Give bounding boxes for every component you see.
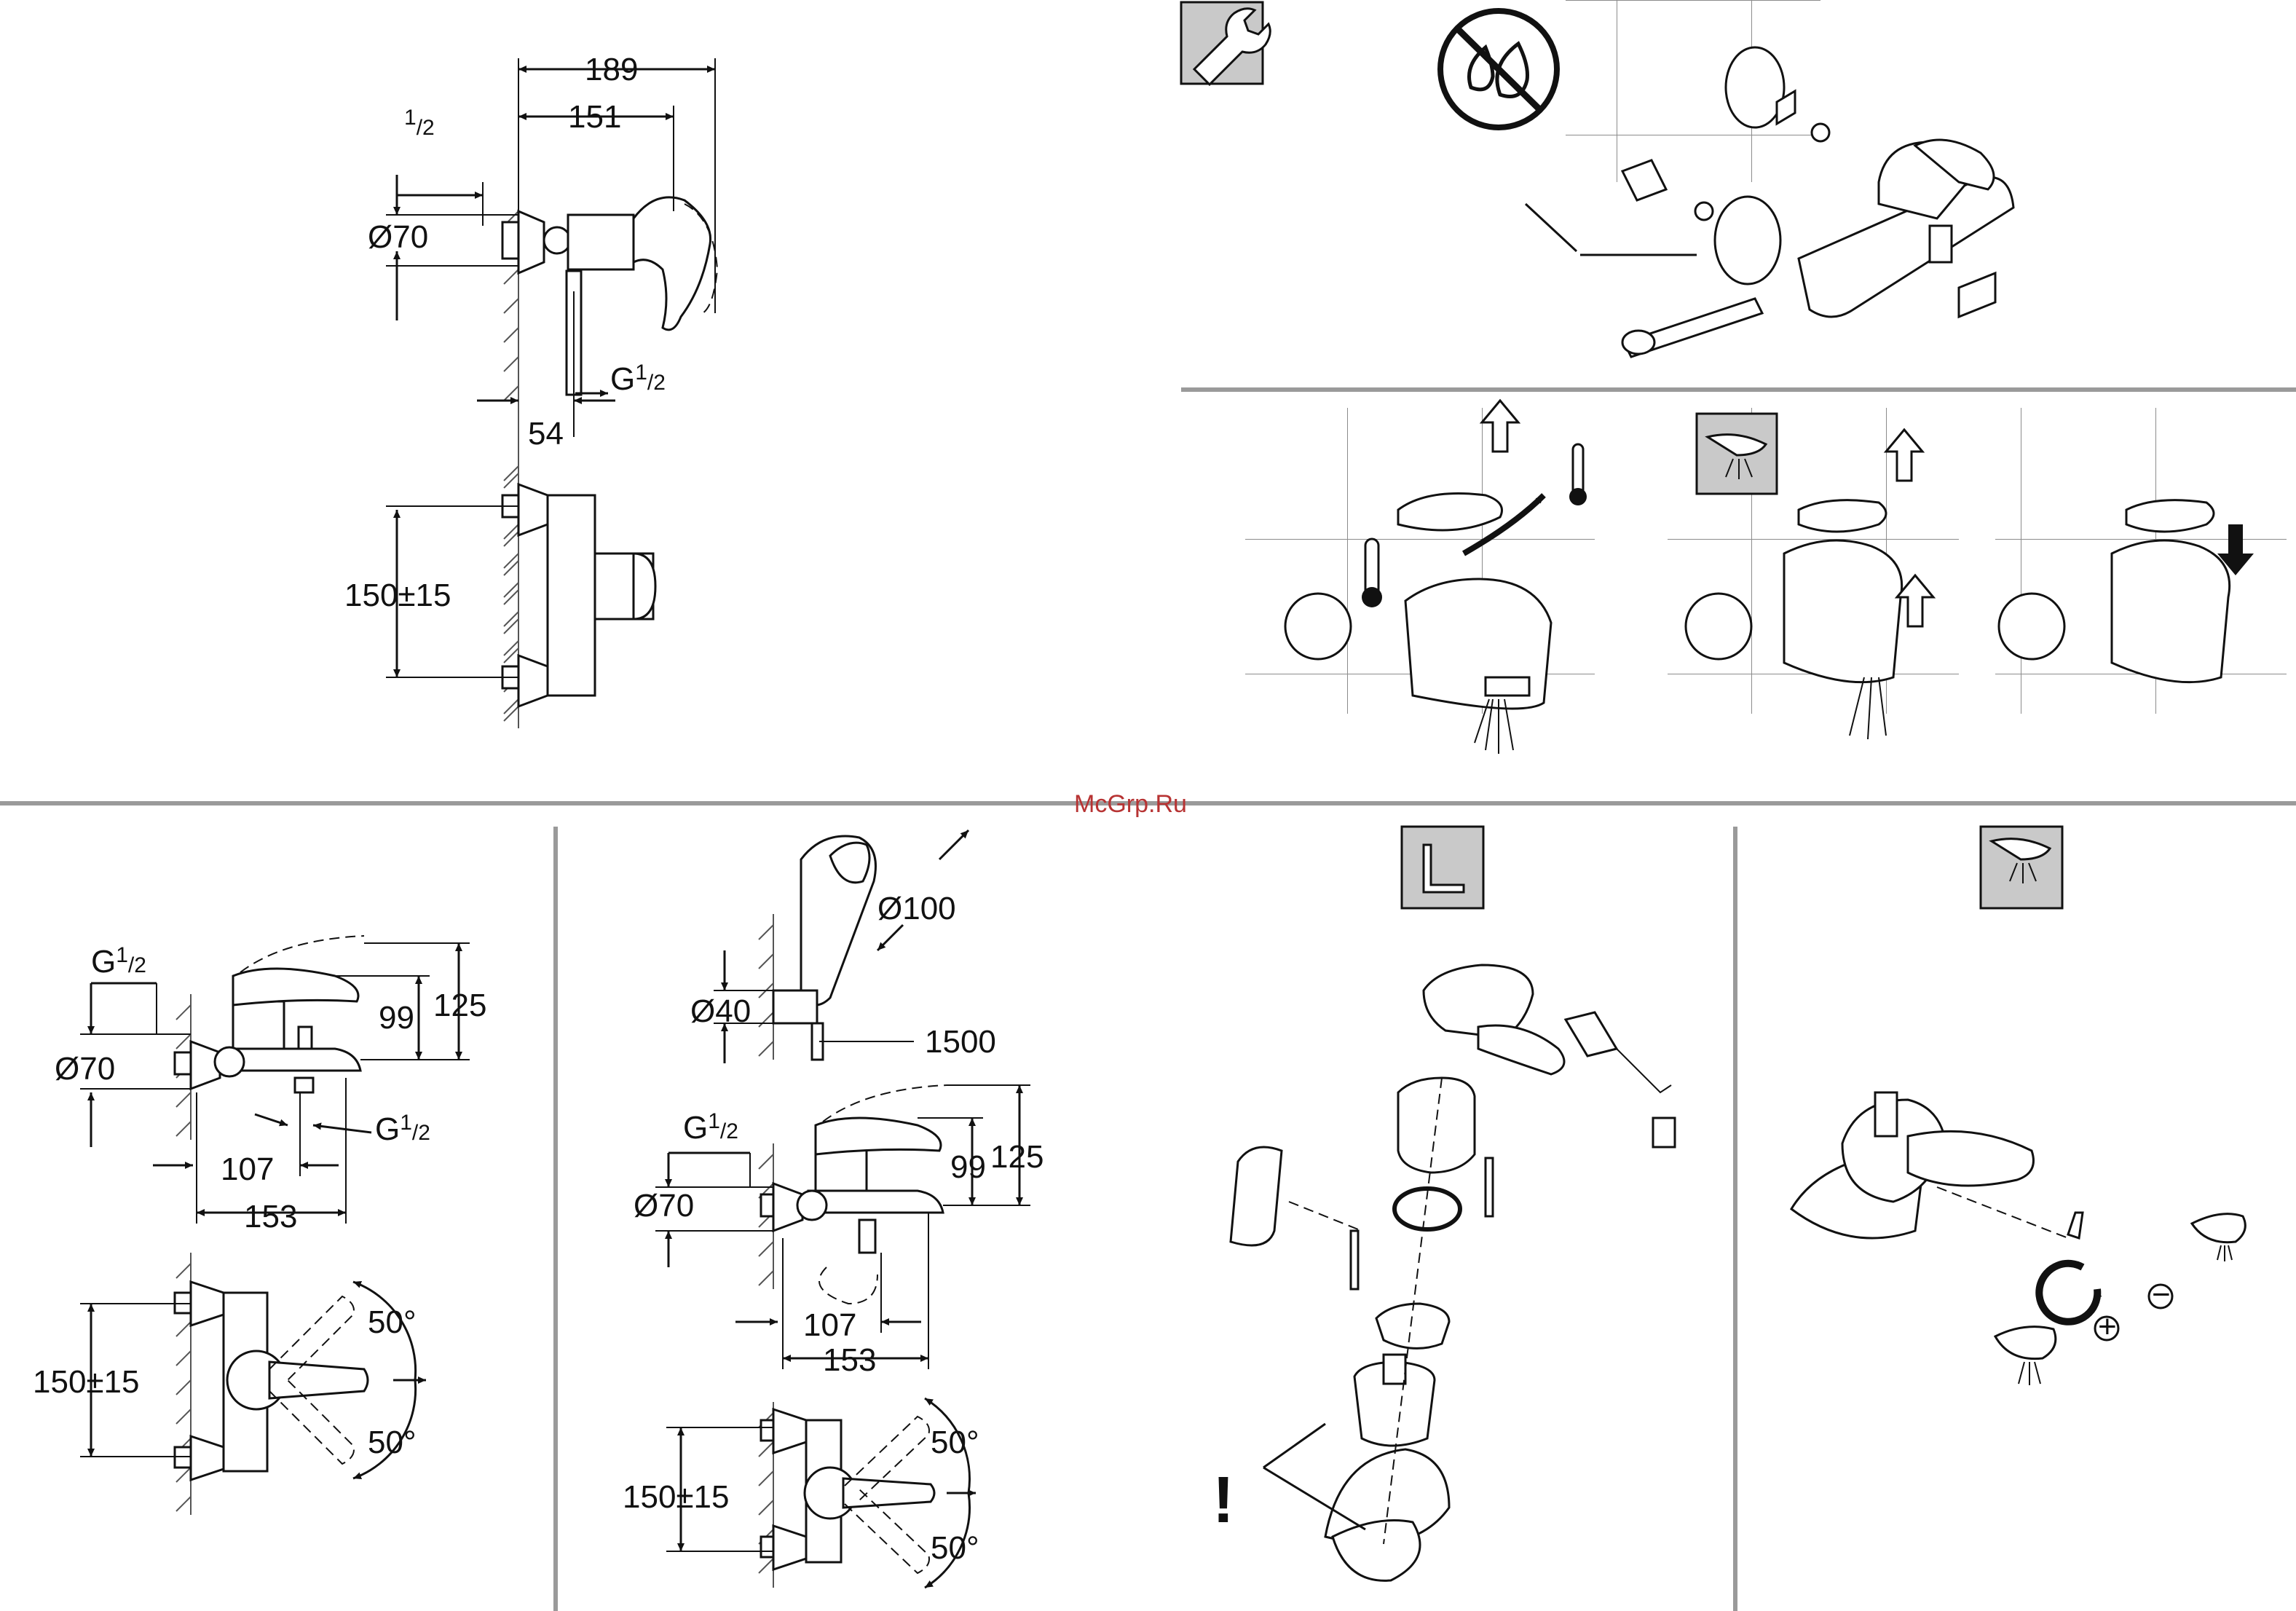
install-step-operate [1245,401,2287,754]
angle-down: 50° [368,1425,417,1460]
dim-holder-dia: Ø40 [690,993,751,1029]
dim-height-lever: 99 [379,1000,414,1036]
dim-outlet-offset: 54 [528,416,564,452]
cartridge-exploded-view [1231,827,1675,1580]
dim-centre-distance: 150±15 [344,578,451,613]
angle-up: 50° [931,1425,979,1460]
angle-up: 50° [368,1304,417,1340]
thread-label-outlet: G1/2 [375,1111,430,1147]
dim-handshower-dia: Ø100 [877,891,956,926]
dim-centre-distance: 150±15 [33,1364,140,1400]
thread-label-inlet: G1/2 [91,943,146,980]
minus-symbol: − [2152,1277,2171,1312]
temperature-limiter-view [1791,827,2245,1385]
watermark: McGrp.Ru [1074,790,1187,818]
dim-hose-length: 1500 [925,1024,996,1060]
hex-key-icon [1402,827,1483,908]
install-step-connect [1181,0,2013,357]
dim-lever-width: 151 [568,99,621,135]
dim-spout-offset: 107 [221,1151,274,1187]
dim-escutcheon-dia: Ø70 [368,219,428,255]
angle-down: 50° [931,1530,979,1566]
plus-symbol: + [2098,1309,2117,1344]
dim-depth: 153 [244,1199,297,1234]
dim-depth: 153 [823,1342,876,1378]
dim-escutcheon-dia: Ø70 [55,1051,115,1087]
dim-centre-distance: 150±15 [623,1479,730,1515]
no-hot-water-icon [1440,11,1557,127]
dim-height-lever: 99 [950,1149,986,1185]
warning-mark: ! [1212,1464,1234,1537]
dim-height-total: 125 [990,1139,1044,1175]
thread-label-inlet: G1/2 [683,1109,738,1146]
dim-escutcheon-dia: Ø70 [634,1188,694,1224]
bath-mixer-a-side-view [80,936,470,1224]
dim-height-total: 125 [433,988,486,1023]
dim-overall-width: 189 [585,52,638,87]
thread-label-top: 1/2 [404,106,435,140]
dim-spout-offset: 107 [803,1307,856,1343]
thread-label-outlet: G1/2 [610,361,666,397]
